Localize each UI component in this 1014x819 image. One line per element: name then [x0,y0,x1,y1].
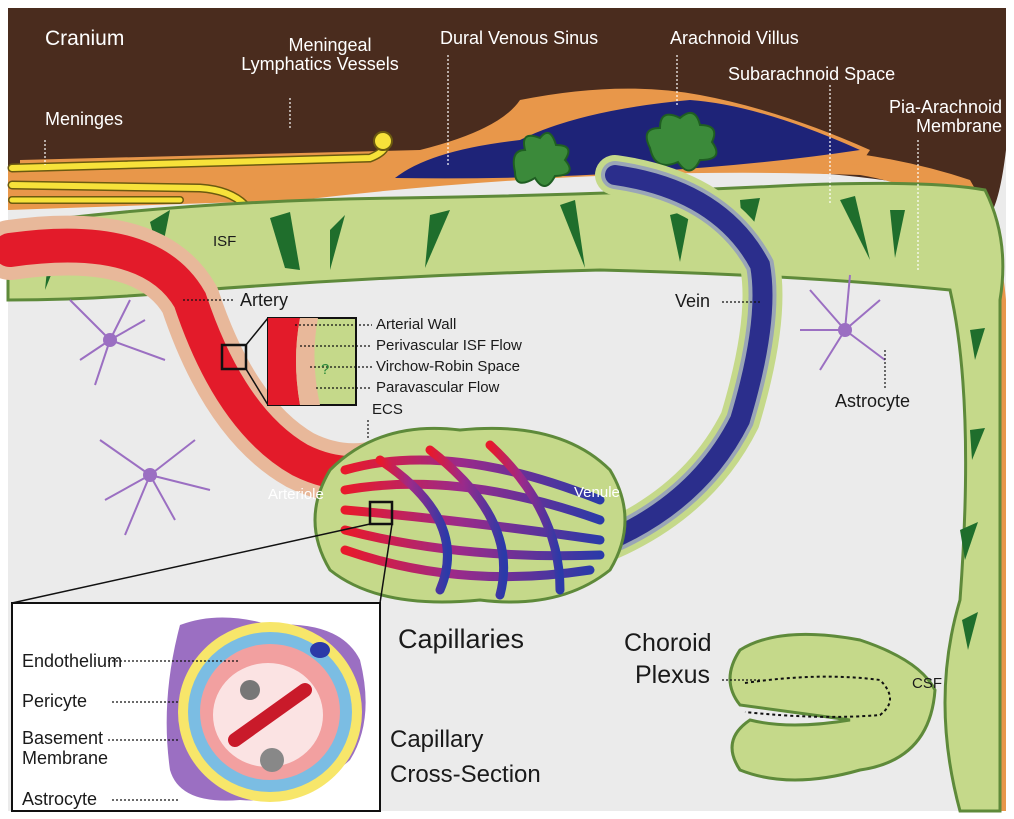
label-astrocyte-inset: Astrocyte [22,790,97,809]
label-choroid-2: Plexus [635,662,710,688]
label-vein: Vein [675,292,710,311]
label-arachnoid-villus: Arachnoid Villus [670,29,799,48]
label-isf: ISF [213,234,236,250]
label-pia-arachnoid-2: Membrane [820,117,1002,136]
label-capillary-2: Cross-Section [390,762,541,787]
label-cranium: Cranium [45,28,124,50]
label-basement-2: Membrane [22,749,108,768]
label-venule: Venule [574,485,620,501]
label-meninges: Meninges [45,110,123,129]
label-virchow-robin-space: Virchow-Robin Space [376,359,520,375]
artery-inset [268,318,356,405]
label-meningeal-lymphatics-2: Lymphatics Vessels [215,55,425,74]
label-subarachnoid-space: Subarachnoid Space [728,65,895,84]
label-astrocyte-right: Astrocyte [835,392,910,411]
label-pia-arachnoid-1: Pia-Arachnoid [820,98,1002,117]
label-artery: Artery [240,291,288,310]
label-csf: CSF [912,676,942,692]
label-capillaries: Capillaries [398,625,524,653]
label-question-mark: ? [321,362,329,378]
label-basement-1: Basement [22,729,103,748]
label-ecs: ECS [372,402,403,418]
label-dural-venous-sinus: Dural Venous Sinus [440,29,598,48]
label-capillary-1: Capillary [390,727,483,752]
label-arteriole: Arteriole [268,487,324,503]
label-pericyte: Pericyte [22,692,87,711]
label-perivascular-isf-flow: Perivascular ISF Flow [376,338,522,354]
label-arterial-wall: Arterial Wall [376,317,456,333]
label-paravascular-flow: Paravascular Flow [376,380,499,396]
label-meningeal-lymphatics-1: Meningeal [250,36,410,55]
label-choroid-1: Choroid [624,630,712,656]
label-endothelium: Endothelium [22,652,122,671]
